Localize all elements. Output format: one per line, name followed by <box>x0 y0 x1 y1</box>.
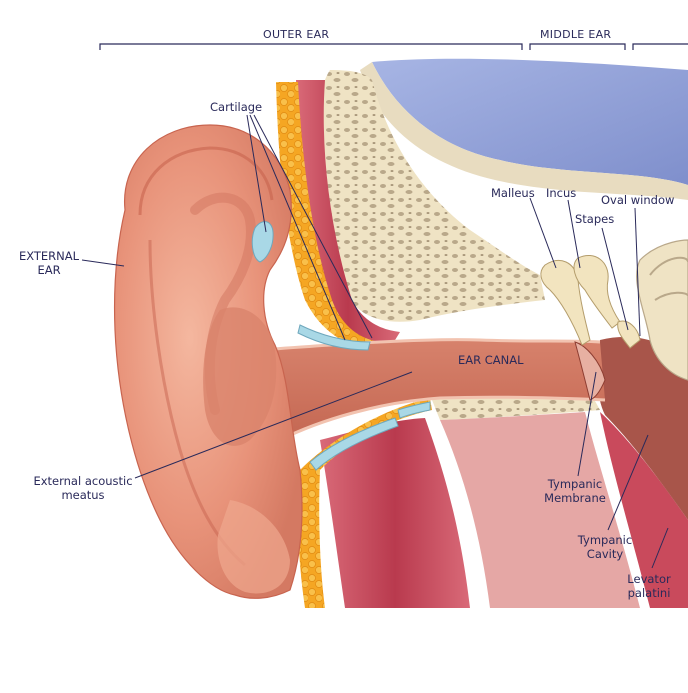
leader-external-ear <box>81 259 125 267</box>
label-incus: Incus <box>546 186 577 200</box>
dura-layer <box>360 62 688 200</box>
leader-stapes <box>601 227 629 331</box>
brain-tissue <box>372 58 688 185</box>
leader-tympanic-membrane <box>577 371 597 477</box>
label-external-ear: EXTERNAL EAR <box>14 249 84 277</box>
label-external-acoustic-line-2: meatus <box>61 488 105 502</box>
cartilage-strip-2 <box>297 324 371 351</box>
tympanic-cavity <box>596 336 688 520</box>
leader-incus <box>567 199 581 269</box>
lower-muscle-3 <box>600 412 688 608</box>
upper-muscle <box>296 80 400 345</box>
leader-cartilage-c <box>253 114 373 339</box>
ear-canal <box>249 339 605 440</box>
temporal-bone <box>319 70 545 322</box>
section-brackets <box>99 43 688 50</box>
section-middle-ear: MIDDLE EAR <box>540 28 612 41</box>
outer-ear-bracket <box>99 43 523 50</box>
label-tympanic-membrane-line-2: Membrane <box>544 491 606 505</box>
label-external-ear-line-1: EXTERNAL <box>18 249 80 263</box>
ear-lobe <box>217 500 290 594</box>
leader-cartilage-b <box>249 114 346 341</box>
leader-oval-window <box>634 207 641 337</box>
label-tympanic-cavity-line-2: Cavity <box>586 547 624 561</box>
label-stapes: Stapes <box>575 212 615 226</box>
lower-muscle-1 <box>320 418 470 608</box>
label-levator-line-2: palatini <box>627 586 671 600</box>
label-external-acoustic-meatus: External acoustic meatus <box>18 474 148 502</box>
cartilage-strip-1 <box>251 221 274 263</box>
leader-cartilage-a <box>246 114 267 233</box>
upper-fat <box>276 82 380 350</box>
label-cartilage: Cartilage <box>210 100 263 114</box>
leader-malleus <box>529 197 557 269</box>
leader-tympanic-cavity <box>607 434 649 531</box>
leader-lines <box>81 114 669 569</box>
leader-acoustic <box>134 371 413 479</box>
label-tympanic-membrane: Tympanic Membrane <box>535 477 615 505</box>
inner-ear-bracket <box>632 43 688 50</box>
section-outer-ear: OUTER EAR <box>263 28 330 41</box>
label-external-acoustic-line-1: External acoustic <box>33 474 133 488</box>
middle-ear-bracket <box>529 43 626 50</box>
incus-bone <box>573 255 621 329</box>
label-levator-line-1: Levator <box>627 572 671 586</box>
label-malleus: Malleus <box>491 186 535 200</box>
tympanic-membrane <box>574 341 606 401</box>
leader-levator <box>651 527 669 569</box>
lower-muscle-2 <box>440 412 640 608</box>
label-tympanic-membrane-line-1: Tympanic <box>547 477 603 491</box>
label-tympanic-cavity-line-1: Tympanic <box>577 533 633 547</box>
cartilage-strip-3 <box>309 417 399 471</box>
label-tympanic-cavity: Tympanic Cavity <box>570 533 640 561</box>
concha <box>203 307 277 446</box>
cartilage-strip-4 <box>397 401 431 419</box>
label-ear-canal: EAR CANAL <box>458 353 524 367</box>
label-oval-window: Oval window <box>601 193 675 207</box>
stapes-bone <box>617 320 641 349</box>
label-external-ear-line-2: EAR <box>37 263 61 277</box>
label-levator-palatini: Levator palatini <box>618 572 680 600</box>
